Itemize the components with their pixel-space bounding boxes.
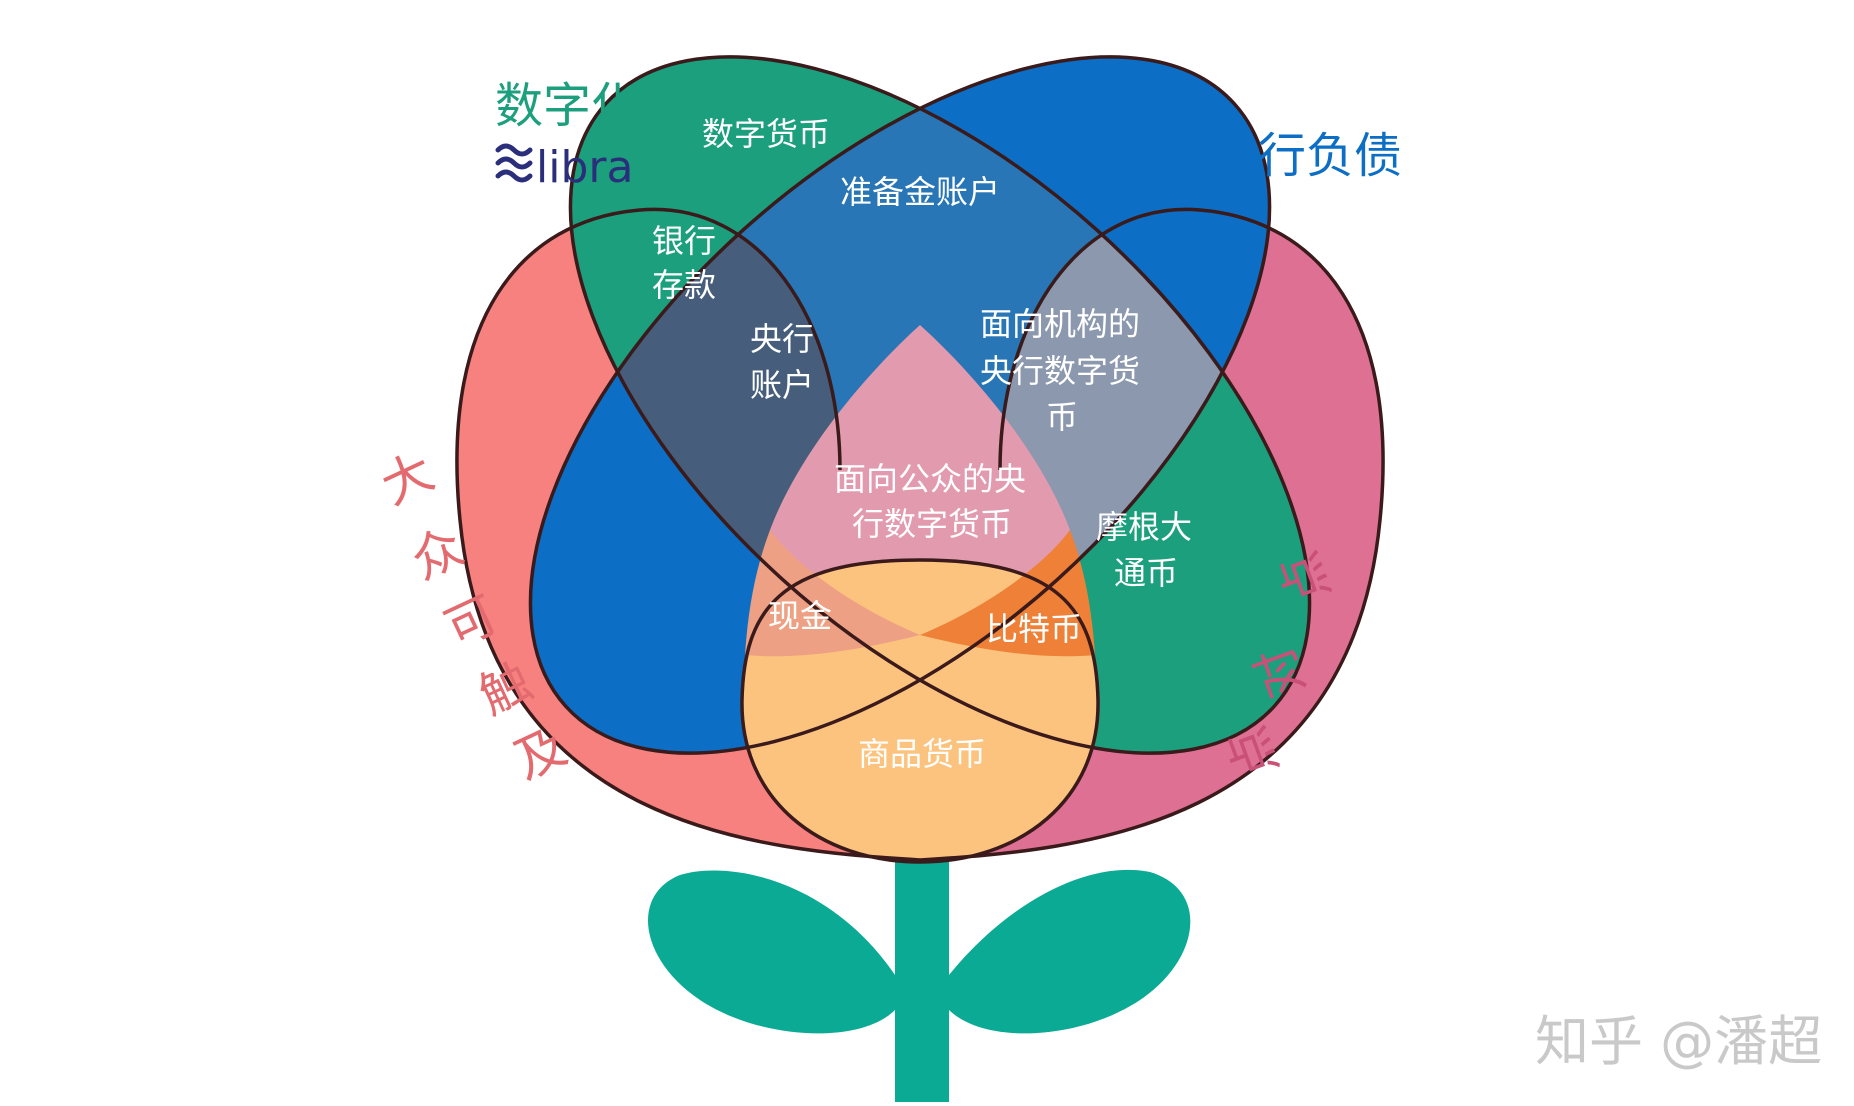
svg-text:面向机构的: 面向机构的 (980, 305, 1140, 343)
svg-text:账户: 账户 (750, 366, 814, 404)
watermark: 知乎 @潘超 (1535, 1010, 1822, 1073)
svg-text:面向公众的央: 面向公众的央 (834, 460, 1026, 498)
svg-text:银行: 银行 (652, 222, 716, 260)
bank-deposit-label: 银行 存款 (652, 222, 716, 304)
retail-cbdc-region (770, 325, 1070, 635)
libra-wave-icon (495, 143, 533, 183)
svg-text:摩根大: 摩根大 (1096, 508, 1192, 546)
digital-title: 数字化 (495, 78, 639, 134)
cash-region (745, 530, 920, 657)
bitcoin-label: 比特币 (986, 610, 1082, 648)
cash-label: 现金 (768, 597, 832, 635)
institutional-cbdc-label: 面向机构的 央行数字货 币 (980, 305, 1140, 436)
svg-text:通币: 通币 (1114, 554, 1178, 592)
reserve-account-label: 准备金账户 (840, 173, 1000, 211)
svg-text:大: 大 (373, 442, 443, 516)
digital-currency-label: 数字货币 (702, 115, 830, 153)
cb-liability-title: 央行负债 (1210, 128, 1402, 184)
retail-cbdc-label: 面向公众的央 行数字货币 (834, 460, 1026, 543)
cb-account-label: 央行 账户 (750, 320, 814, 404)
svg-text:币: 币 (1046, 398, 1078, 436)
svg-text:行数字货币: 行数字货币 (852, 505, 1012, 543)
bitcoin-region (920, 530, 1095, 657)
flower-stem (647, 855, 1191, 1102)
commodity-money-label: 商品货币 (858, 735, 986, 773)
libra-brand-text: libra (536, 142, 633, 193)
libra-logo: libra (495, 142, 633, 193)
jpm-coin-label: 摩根大 通币 (1096, 508, 1192, 592)
svg-text:央行: 央行 (750, 320, 814, 358)
svg-text:央行数字货: 央行数字货 (980, 352, 1140, 390)
svg-text:存款: 存款 (652, 266, 716, 304)
